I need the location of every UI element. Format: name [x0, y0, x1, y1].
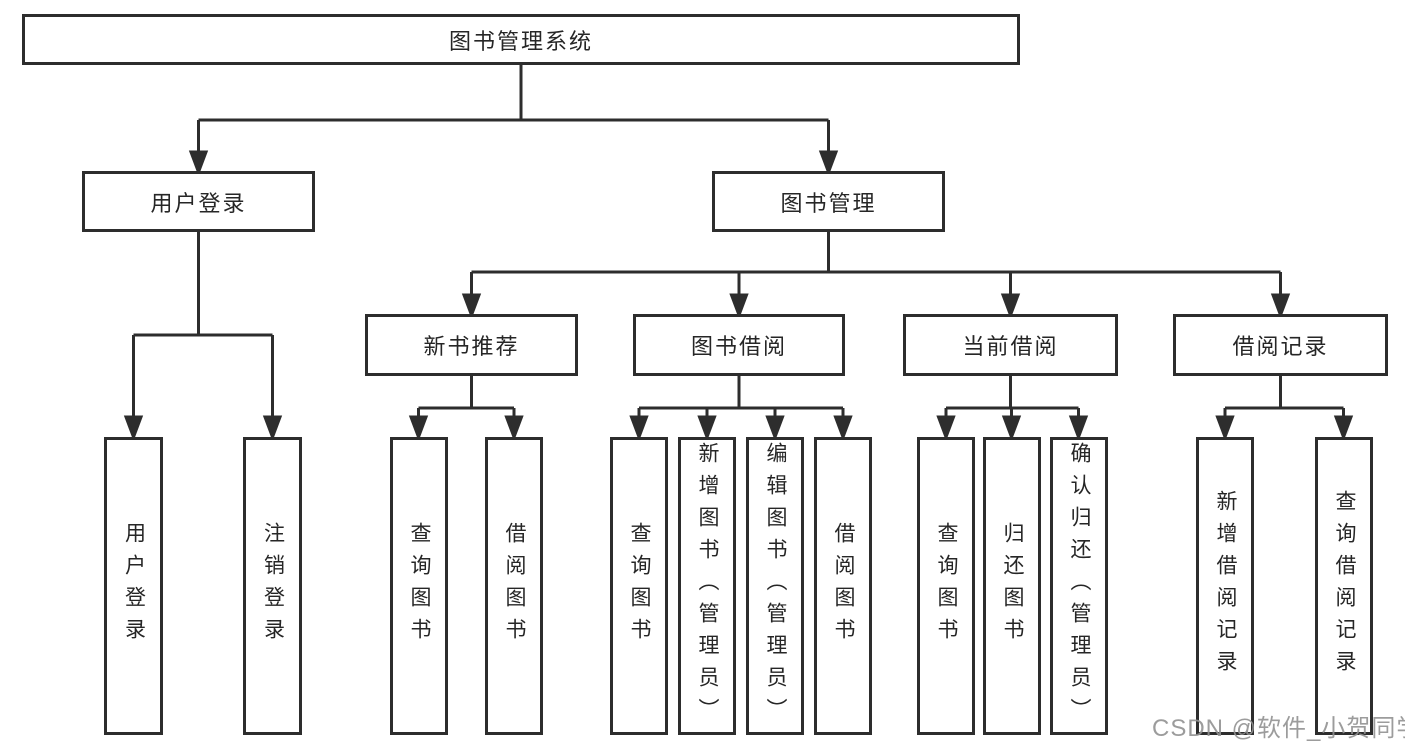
node-label: 查询借阅记录 — [1333, 490, 1356, 682]
arrowhead-icon — [729, 293, 749, 320]
arrowhead-icon — [408, 415, 429, 442]
node-label: 注销登录 — [261, 522, 285, 650]
leaf-user-login: 用户登录 — [104, 437, 163, 735]
arrowhead-icon — [818, 150, 839, 177]
arrowhead-icon — [833, 415, 853, 442]
arrowhead-icon — [629, 415, 649, 442]
node-library-system: 图书管理系统 — [22, 14, 1020, 65]
edge-root-to-level2 — [188, 64, 839, 177]
node-label: 归还图书 — [1001, 522, 1024, 650]
node-new-book-recommend: 新书推荐 — [365, 314, 578, 376]
arrowhead-icon — [262, 415, 283, 442]
node-label: 借阅图书 — [503, 522, 526, 650]
node-label: 用户登录 — [122, 522, 146, 650]
leaf-edit-book-admin: 编辑图书（管理员） — [746, 437, 804, 735]
leaf-borrow-books-borrowing: 借阅图书 — [814, 437, 872, 735]
arrowhead-icon — [1001, 415, 1022, 442]
node-user-login: 用户登录 — [82, 171, 315, 232]
node-label: 图书管理系统 — [448, 28, 593, 54]
node-label: 新增图书（管理员） — [696, 442, 719, 730]
edge-current-borrowing-to-leaves — [936, 375, 1089, 442]
arrowhead-icon — [1270, 293, 1291, 320]
node-label: 借阅图书 — [832, 522, 855, 650]
node-label: 新增借阅记录 — [1214, 490, 1237, 682]
edge-book-borrowing-to-leaves — [629, 375, 853, 442]
arrowhead-icon — [1333, 415, 1354, 442]
arrowhead-icon — [461, 293, 482, 320]
arrowhead-icon — [1000, 293, 1021, 320]
node-label: 编辑图书（管理员） — [764, 442, 787, 730]
leaf-query-books-borrowing: 查询图书 — [610, 437, 668, 735]
node-book-borrowing: 图书借阅 — [633, 314, 845, 376]
node-label: 图书借阅 — [690, 334, 787, 359]
leaf-confirm-return-admin: 确认归还（管理员） — [1050, 437, 1108, 735]
leaf-logout: 注销登录 — [243, 437, 302, 735]
leaf-query-books-current: 查询图书 — [917, 437, 975, 735]
watermark: CSDN @软件_小贺同学 — [1152, 715, 1405, 742]
edge-new-book-recommend-to-leaves — [408, 375, 524, 442]
edge-book-management-to-level3 — [461, 232, 1291, 320]
leaf-return-books: 归还图书 — [983, 437, 1041, 735]
leaf-add-borrow-record: 新增借阅记录 — [1196, 437, 1254, 735]
node-label: 查询图书 — [935, 522, 958, 650]
leaf-borrow-books-recommend: 借阅图书 — [485, 437, 543, 735]
arrowhead-icon — [1215, 415, 1235, 442]
edge-borrowing-records-to-leaves — [1215, 375, 1354, 442]
arrowhead-icon — [765, 415, 785, 442]
arrowhead-icon — [504, 415, 524, 442]
node-label: 借阅记录 — [1232, 334, 1329, 359]
arrowhead-icon — [936, 415, 956, 442]
node-label: 图书管理 — [780, 190, 877, 216]
node-label: 查询图书 — [408, 522, 431, 650]
edge-user-login-to-leaves — [123, 232, 283, 442]
arrowhead-icon — [188, 150, 209, 177]
node-label: 新书推荐 — [423, 334, 520, 359]
leaf-add-book-admin: 新增图书（管理员） — [678, 437, 736, 735]
node-label: 查询图书 — [628, 522, 651, 650]
arrowhead-icon — [1068, 415, 1089, 442]
leaf-query-borrow-record: 查询借阅记录 — [1315, 437, 1373, 735]
node-borrowing-records: 借阅记录 — [1173, 314, 1388, 376]
leaf-query-books-recommend: 查询图书 — [390, 437, 448, 735]
node-label: 当前借阅 — [962, 334, 1059, 359]
node-current-borrowing: 当前借阅 — [903, 314, 1118, 376]
node-label: 用户登录 — [150, 190, 247, 216]
node-label: 确认归还（管理员） — [1068, 442, 1091, 730]
node-book-management: 图书管理 — [712, 171, 945, 232]
arrowhead-icon — [697, 415, 717, 442]
arrowhead-icon — [123, 415, 144, 442]
